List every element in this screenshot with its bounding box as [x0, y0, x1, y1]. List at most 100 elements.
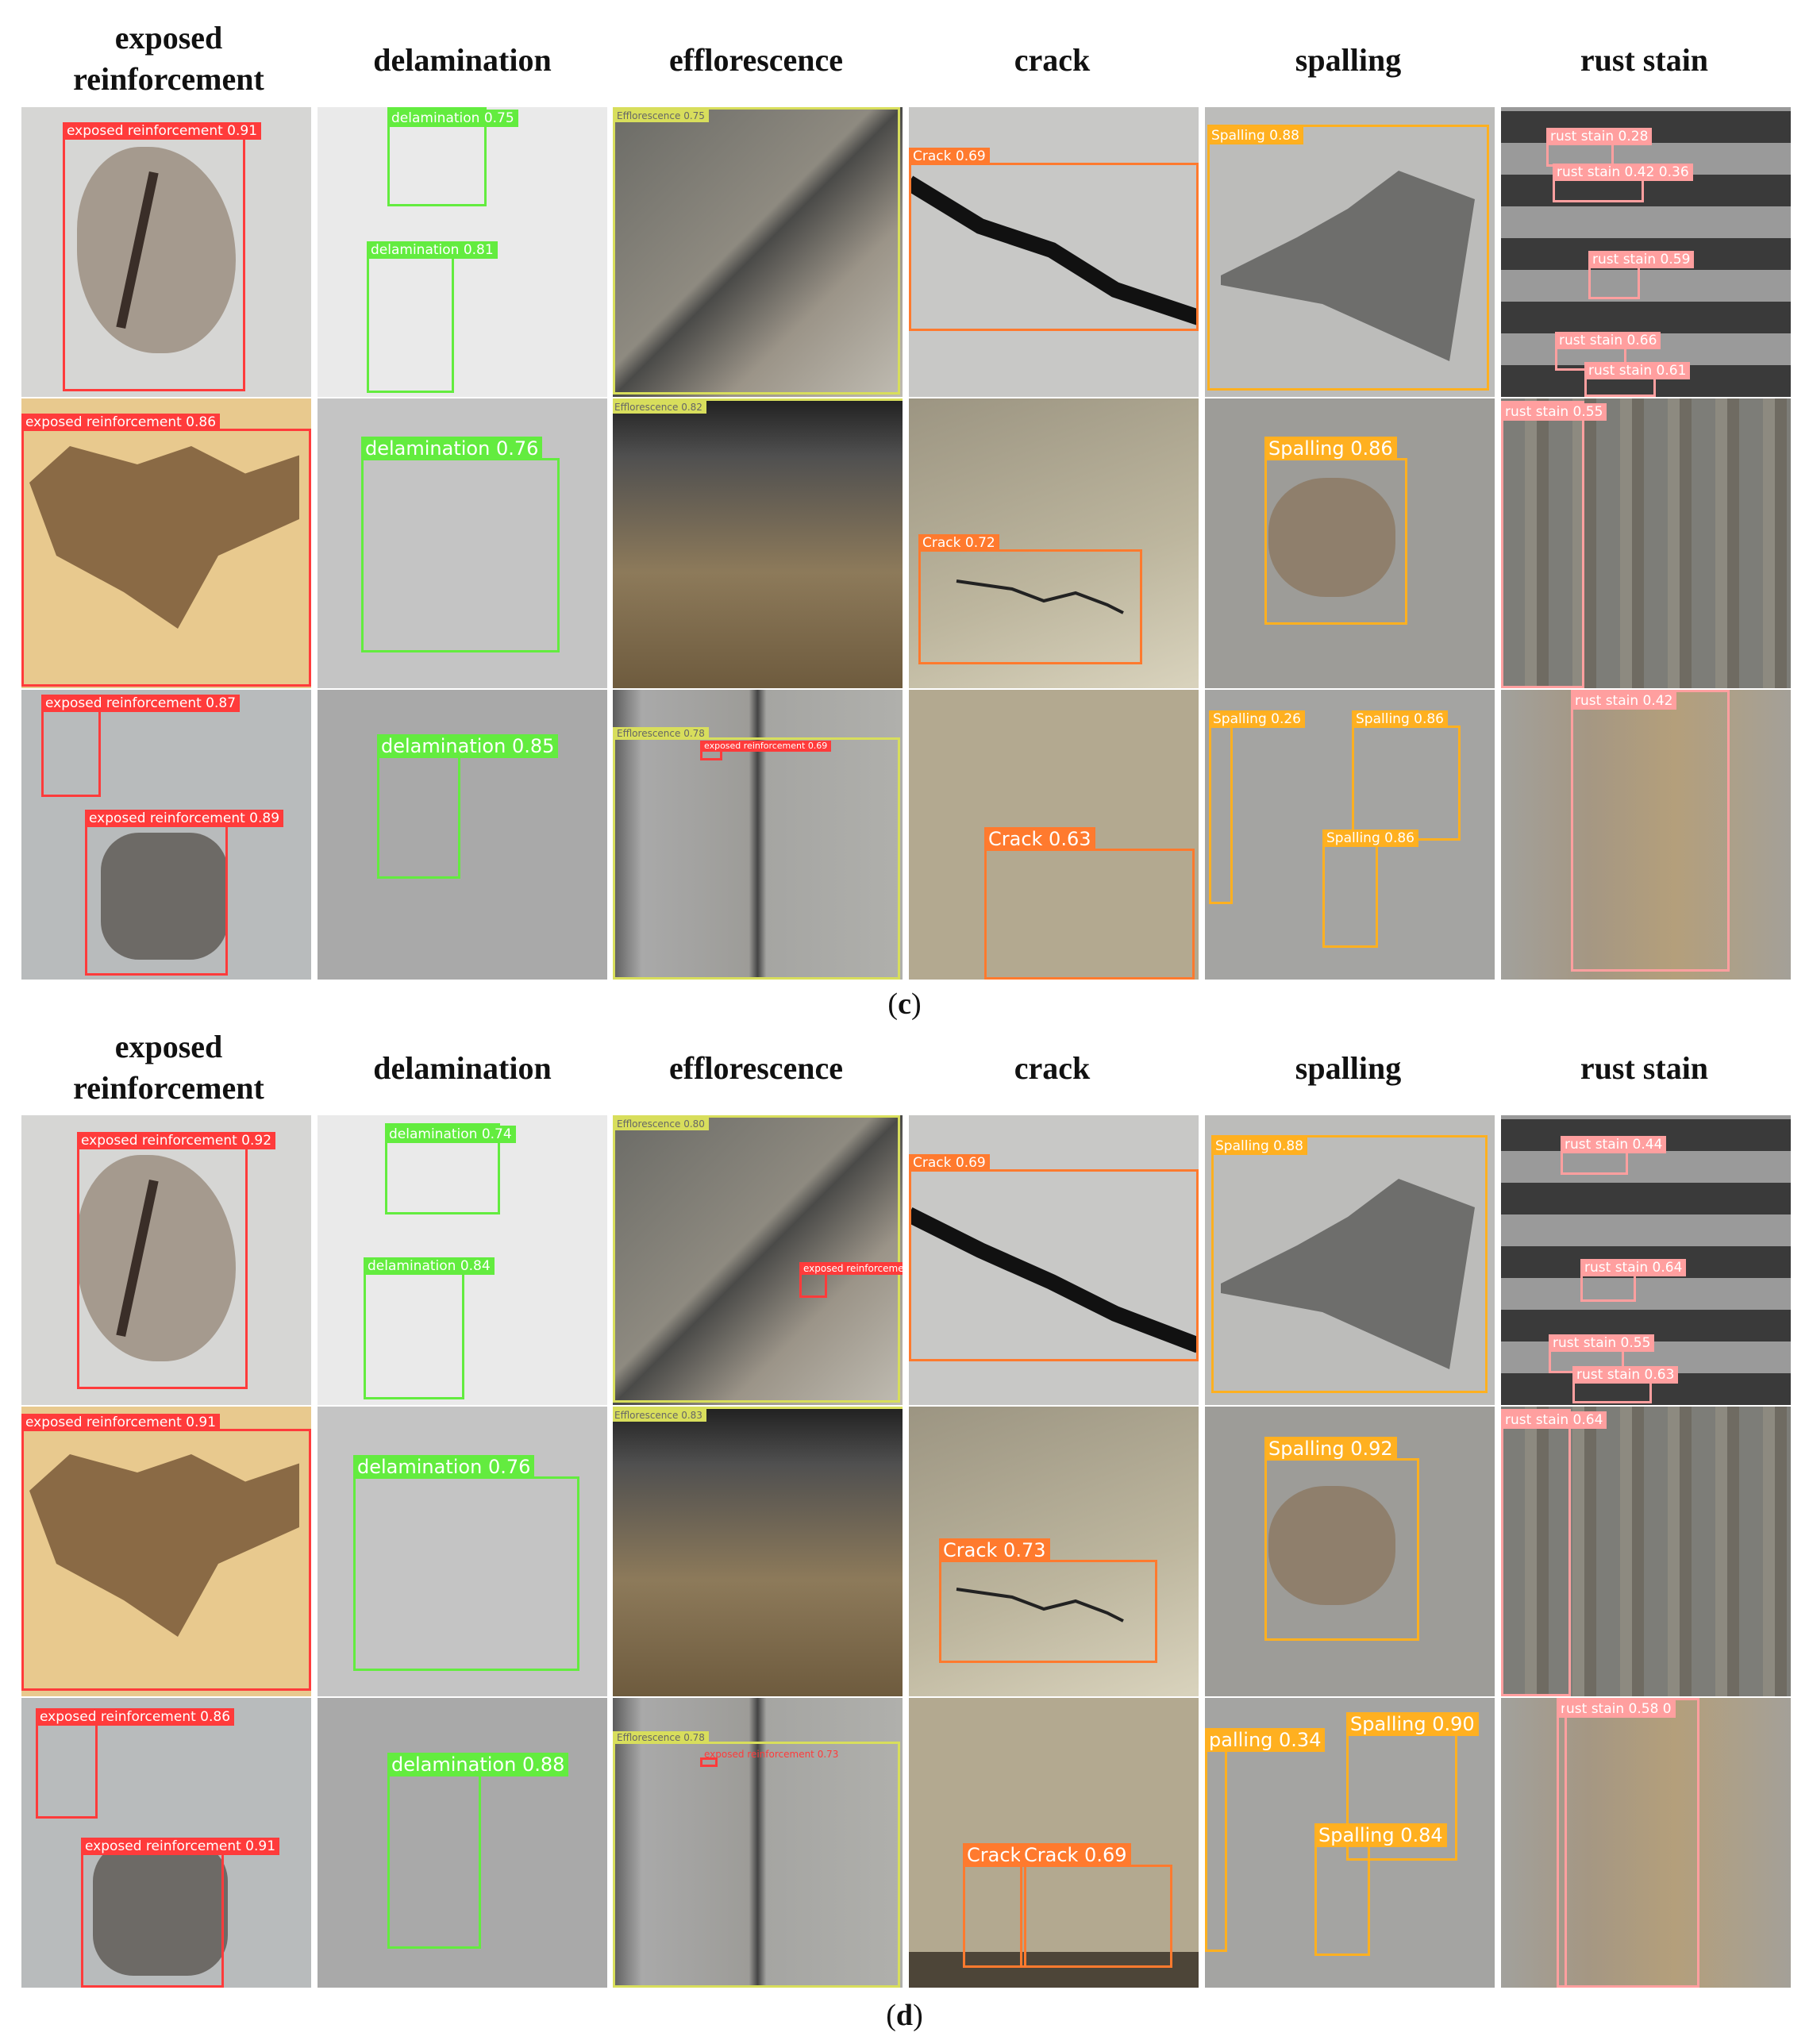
detection-box: Spalling 0.90: [1346, 1712, 1479, 1861]
detection-box: exposed reinforcement 0.73: [700, 1749, 838, 1767]
image-crack-d1: Crack 0.69: [909, 1115, 1199, 1405]
detection-label: Crack 0.72: [918, 534, 999, 552]
detection-box: Spalling 0.88: [1211, 1135, 1488, 1393]
detection-box: rust stain 0.55: [1501, 401, 1607, 688]
detection-label: Efflorescence 0.82: [613, 401, 706, 414]
detection-box: rust stain 0.42: [1571, 690, 1730, 972]
detection-label: Spalling 0.86: [1352, 710, 1448, 728]
detection-box: delamination 0.85: [377, 734, 559, 879]
detection-label: rust stain 0.64: [1580, 1259, 1687, 1276]
detection-label: delamination 0.76: [361, 437, 543, 460]
detection-label: delamination 0.76: [353, 1455, 535, 1479]
detection-box: delamination 0.75: [387, 107, 518, 206]
detection-label: Spalling 0.88: [1211, 1137, 1307, 1155]
detection-label: rust stain 0.55: [1549, 1334, 1655, 1352]
image-rust-stain-c2: rust stain 0.55: [1501, 398, 1791, 688]
detection-box: exposed reinforcement: [799, 1262, 903, 1298]
detection-label: Efflorescence 0.78: [613, 727, 709, 740]
image-spalling-d1: Spalling 0.88: [1205, 1115, 1495, 1405]
detection-label: rust stain 0.66: [1555, 332, 1661, 349]
detection-box: Crack 0.4: [963, 1843, 1062, 1968]
detection-label: exposed reinforcement 0.91: [81, 1838, 280, 1855]
detection-box: rust stain 0.42 0.36: [1553, 164, 1693, 202]
detection-label: rust stain 0.42 0.36: [1553, 164, 1693, 181]
detection-box: delamination 0.76: [361, 437, 560, 652]
panel-d: exposed reinforcement delamination efflo…: [0, 1012, 1809, 2044]
detection-box: exposed reinforcement 0.69: [700, 741, 832, 760]
detection-label: rust stain 0.44: [1561, 1136, 1667, 1153]
detection-box: Spalling 0.84: [1314, 1823, 1447, 1956]
detection-label: rust stain 0.55: [1501, 403, 1607, 421]
detection-label: exposed reinforcement 0.92: [77, 1132, 276, 1149]
detection-box: Spalling 0.86: [1264, 437, 1407, 625]
detection-box: Crack 0.63: [984, 827, 1195, 980]
detection-label: exposed reinforcement 0.89: [85, 810, 284, 827]
detection-label: Spalling 0.84: [1314, 1823, 1447, 1847]
image-exposed-reinforcement-c3: exposed reinforcement 0.87 exposed reinf…: [21, 690, 311, 980]
detection-box: Crack 0.72: [918, 534, 1142, 664]
detection-box: exposed reinforcement 0.86: [21, 414, 311, 687]
detection-label: delamination 0.85: [377, 734, 559, 758]
image-efflorescence-c3: Efflorescence 0.78 exposed reinforcement…: [613, 690, 903, 980]
image-rust-stain-c1: rust stain 0.28 rust stain 0.42 0.36 rus…: [1501, 107, 1791, 397]
image-delamination-d3: delamination 0.88: [318, 1698, 607, 1988]
figure-caption-d: (d): [886, 1999, 923, 2032]
image-exposed-reinforcement-d2: exposed reinforcement 0.91: [21, 1407, 311, 1696]
detection-label: Efflorescence 0.75: [613, 110, 709, 122]
figure-caption-c: (c): [887, 987, 922, 1021]
detection-box: Crack 0.69: [1020, 1843, 1172, 1968]
detection-box: Spalling 0.88: [1207, 125, 1489, 391]
detection-label: exposed reinforcement 0.87: [41, 695, 241, 712]
column-header-rust-stain: rust stain: [1580, 42, 1709, 78]
detection-box: exposed reinforcement 0.91: [63, 122, 262, 391]
detection-label: exposed reinforcement 0.73: [704, 1749, 839, 1760]
detection-box: Efflorescence 0.80: [613, 1115, 900, 1403]
detection-label: Spalling 0.90: [1346, 1712, 1479, 1736]
detection-box: [1565, 1698, 1699, 1988]
image-crack-c1: Crack 0.69: [909, 107, 1199, 397]
detection-box: delamination 0.84: [364, 1257, 495, 1399]
detection-label: Spalling 0.26: [1209, 710, 1305, 728]
detection-label: exposed reinforcement 0.86: [21, 414, 221, 431]
detection-label: palling 0.34: [1205, 1728, 1326, 1752]
detection-label: rust stain 0.59: [1588, 251, 1695, 268]
detection-label: rust stain 0.42: [1571, 692, 1677, 710]
image-delamination-c1: delamination 0.75 delamination 0.81: [318, 107, 607, 397]
detection-label: rust stain 0.28: [1546, 128, 1653, 145]
detection-box: Efflorescence 0.78: [613, 1731, 900, 1988]
image-efflorescence-c1: Efflorescence 0.75: [613, 107, 903, 397]
image-rust-stain-d1: rust stain 0.44 rust stain 0.64 rust sta…: [1501, 1115, 1791, 1405]
image-rust-stain-d2: rust stain 0.64: [1501, 1407, 1791, 1696]
image-spalling-c1: Spalling 0.88: [1205, 107, 1495, 397]
detection-label: Spalling 0.86: [1322, 830, 1418, 847]
detection-label: Efflorescence 0.80: [613, 1118, 709, 1130]
detection-label: Crack 0.69: [1020, 1843, 1131, 1867]
detection-label: Spalling 0.92: [1264, 1437, 1397, 1461]
detection-box: rust stain 0.64: [1580, 1259, 1687, 1302]
detection-label: Crack 0.69: [909, 148, 990, 165]
detection-box: delamination 0.74: [385, 1123, 516, 1214]
detection-label: delamination 0.88: [387, 1753, 569, 1776]
detection-box: Spalling 0.92: [1264, 1437, 1419, 1641]
detection-box: rust stain 0.44: [1561, 1136, 1667, 1175]
detection-box: exposed reinforcement 0.91: [81, 1838, 280, 1988]
crack-line-graphic: [909, 175, 1199, 325]
detection-label: delamination 0.81: [367, 241, 498, 259]
image-crack-d3: Crack 0.4 Crack 0.69: [909, 1698, 1199, 1988]
detection-box: Spalling 0.86: [1322, 830, 1418, 948]
image-spalling-d3: palling 0.34 Spalling 0.90 Spalling 0.84: [1205, 1698, 1495, 1988]
image-crack-d2: Crack 0.73: [909, 1407, 1199, 1696]
caption-letter: c: [898, 987, 911, 1021]
detection-label: Spalling 0.86: [1264, 437, 1397, 460]
caption-letter: d: [895, 1999, 914, 2032]
column-header-exposed-reinforcement: exposed reinforcement: [73, 1029, 264, 1106]
image-crack-c3: Crack 0.63: [909, 690, 1199, 980]
detection-box: rust stain 0.59: [1588, 251, 1695, 299]
detection-label: exposed reinforcement: [799, 1262, 903, 1275]
crack-line-graphic: [956, 1588, 1124, 1622]
detection-box: Efflorescence 0.83: [613, 1407, 903, 1422]
detection-box: delamination 0.76: [353, 1455, 579, 1671]
detection-box: Crack 0.73: [939, 1538, 1157, 1663]
detection-label: Spalling 0.88: [1207, 127, 1303, 144]
detection-label: rust stain 0.64: [1501, 1411, 1607, 1429]
